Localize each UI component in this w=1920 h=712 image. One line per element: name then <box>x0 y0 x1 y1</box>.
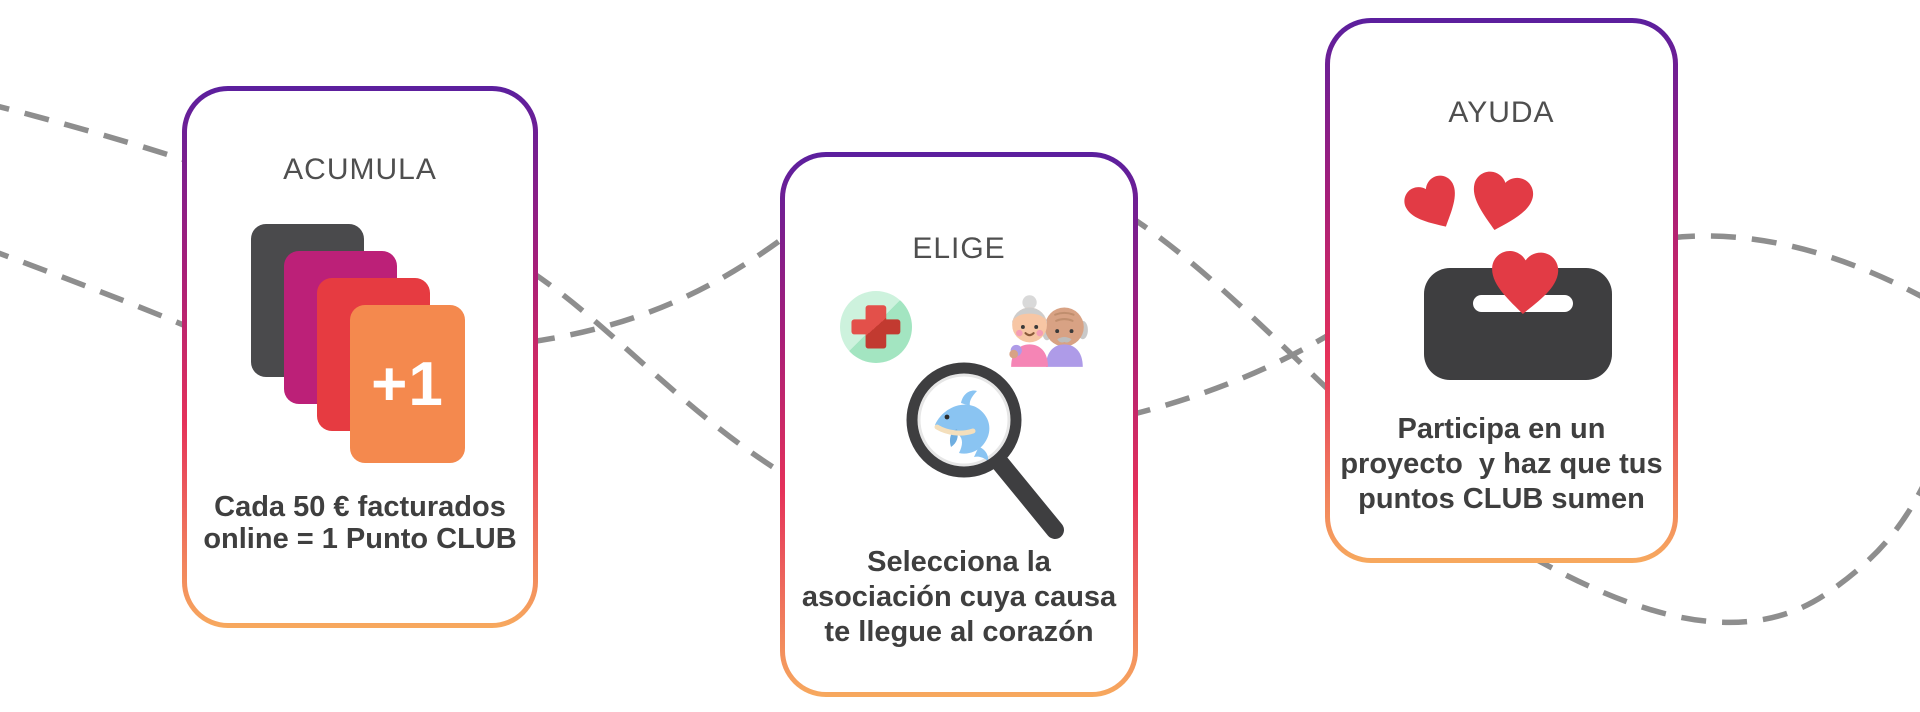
dash-strand-left-bottom <box>0 250 202 335</box>
heart-icon <box>1486 247 1562 317</box>
text-line: online = 1 Punto CLUB <box>203 523 517 555</box>
card-acumula-text: Cada 50 € facturados online = 1 Punto CL… <box>187 491 533 555</box>
dash-strand-right-top <box>1669 233 1920 299</box>
dolphin-glyph <box>934 390 990 461</box>
dash-strand-gap2-up <box>1125 327 1339 419</box>
heart-icon <box>1462 165 1540 238</box>
text-line: Selecciona la <box>867 546 1051 578</box>
card-acumula-title: ACUMULA <box>283 153 437 186</box>
card-elige-text: Selecciona la asociación cuya causa te l… <box>785 545 1133 650</box>
card-elige: ELIGE <box>780 152 1138 697</box>
card-acumula-body: ACUMULA +1 Cada 50 € facturados online =… <box>187 91 533 623</box>
card-ayuda-body: AYUDA Participa en un proyecto y haz que… <box>1330 23 1673 558</box>
text-line: puntos CLUB sumen <box>1358 483 1645 515</box>
text-line: Cada 50 € facturados <box>214 491 506 523</box>
elderly-couple-icon <box>1009 295 1088 367</box>
text-line: te llegue al corazón <box>824 616 1094 648</box>
red-cross-glyph <box>851 305 901 349</box>
dash-strand-gap1-down <box>528 268 796 483</box>
dash-strand-gap2-down <box>1124 211 1339 400</box>
card-elige-body: ELIGE <box>785 157 1133 692</box>
card-ayuda-text: Participa en un proyecto y haz que tus p… <box>1330 412 1673 517</box>
text-line: proyecto y haz que tus <box>1340 448 1663 480</box>
medical-cross-icon <box>840 291 912 363</box>
text-line: asociación cuya causa <box>801 581 1117 613</box>
magnifier-dolphin-icon <box>906 362 1064 539</box>
card-acumula: ACUMULA +1 Cada 50 € facturados online =… <box>182 86 538 628</box>
loyalty-card-orange: +1 <box>350 305 465 463</box>
dash-strand-gap1-up <box>529 227 796 345</box>
card-ayuda: AYUDA Participa en un proyecto y haz que… <box>1325 18 1678 563</box>
heart-icon <box>1396 167 1472 241</box>
dash-strand-left-top <box>0 103 201 168</box>
dash-strand-right-bottom <box>1528 485 1920 626</box>
card-ayuda-title: AYUDA <box>1448 96 1555 129</box>
plus-one-badge: +1 <box>371 349 444 419</box>
text-line: Participa en un <box>1397 413 1606 445</box>
loyalty-cards-stack-icon: +1 <box>251 224 533 466</box>
card-elige-title: ELIGE <box>912 232 1006 265</box>
